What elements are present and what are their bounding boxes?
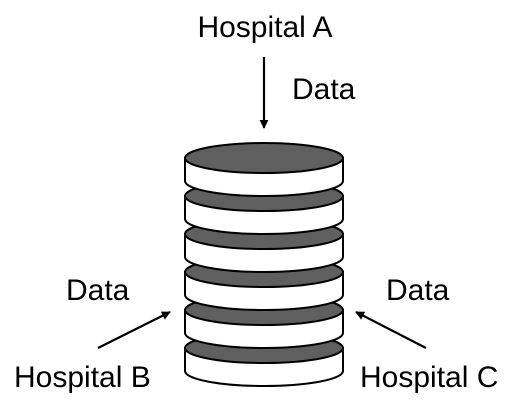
hospital-b-arrow [97,311,171,349]
hospital-a-label: Hospital A [197,11,332,44]
hospital-c-arrow [355,311,427,349]
hospital-c-label: Hospital C [360,361,498,394]
hospital-a-data-label: Data [292,73,356,106]
hospital-b-label: Hospital B [14,361,151,394]
hospital-c-data-label: Data [386,274,450,307]
hospital-b-data-label: Data [66,274,130,307]
database-disk [184,142,344,197]
database-stack-icon [184,142,344,387]
